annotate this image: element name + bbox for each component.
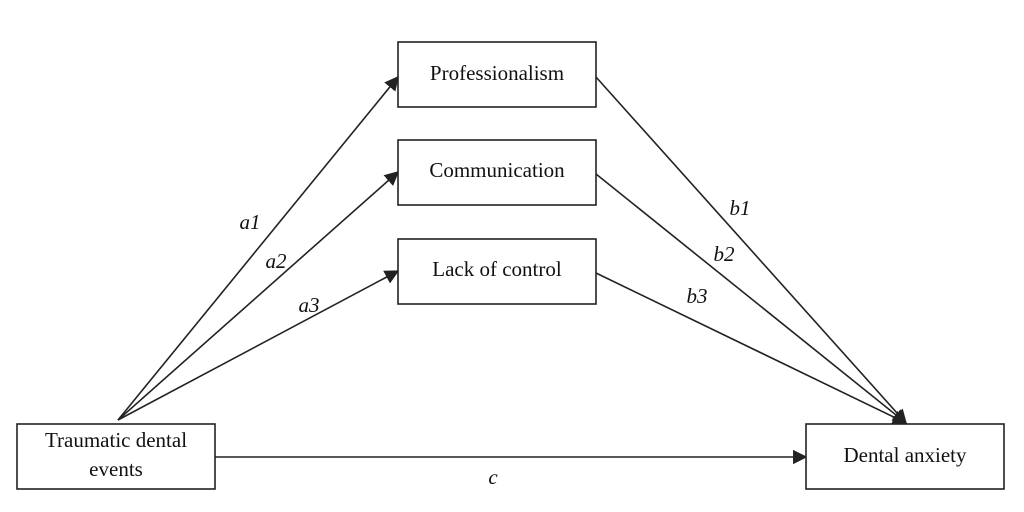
edge-b1	[595, 76, 907, 425]
node-traumatic-dental-events-label-line2: events	[89, 457, 143, 481]
edge-label-a2: a2	[266, 249, 288, 273]
node-traumatic-dental-events: Traumatic dental events	[16, 423, 216, 490]
edge-label-a3: a3	[299, 293, 320, 317]
node-dental-anxiety-label: Dental anxiety	[843, 443, 967, 467]
edge-a2	[117, 171, 400, 421]
edge-label-b1: b1	[730, 196, 751, 220]
edge-label-b3: b3	[687, 284, 708, 308]
edge-a3	[117, 270, 400, 421]
node-lack-of-control-label: Lack of control	[432, 257, 562, 281]
node-professionalism: Professionalism	[397, 41, 597, 108]
node-traumatic-dental-events-label-line1: Traumatic dental	[45, 428, 187, 452]
node-communication-label: Communication	[429, 158, 565, 182]
edge-label-b2: b2	[714, 242, 736, 266]
edge-label-c: c	[488, 465, 498, 489]
node-dental-anxiety: Dental anxiety	[805, 423, 1005, 490]
edge-label-a1: a1	[240, 210, 261, 234]
node-professionalism-label: Professionalism	[430, 61, 564, 85]
node-lack-of-control: Lack of control	[397, 238, 597, 305]
node-communication: Communication	[397, 139, 597, 206]
edge-a1	[117, 75, 399, 421]
edge-b3	[595, 272, 908, 424]
edge-b2	[595, 173, 908, 424]
